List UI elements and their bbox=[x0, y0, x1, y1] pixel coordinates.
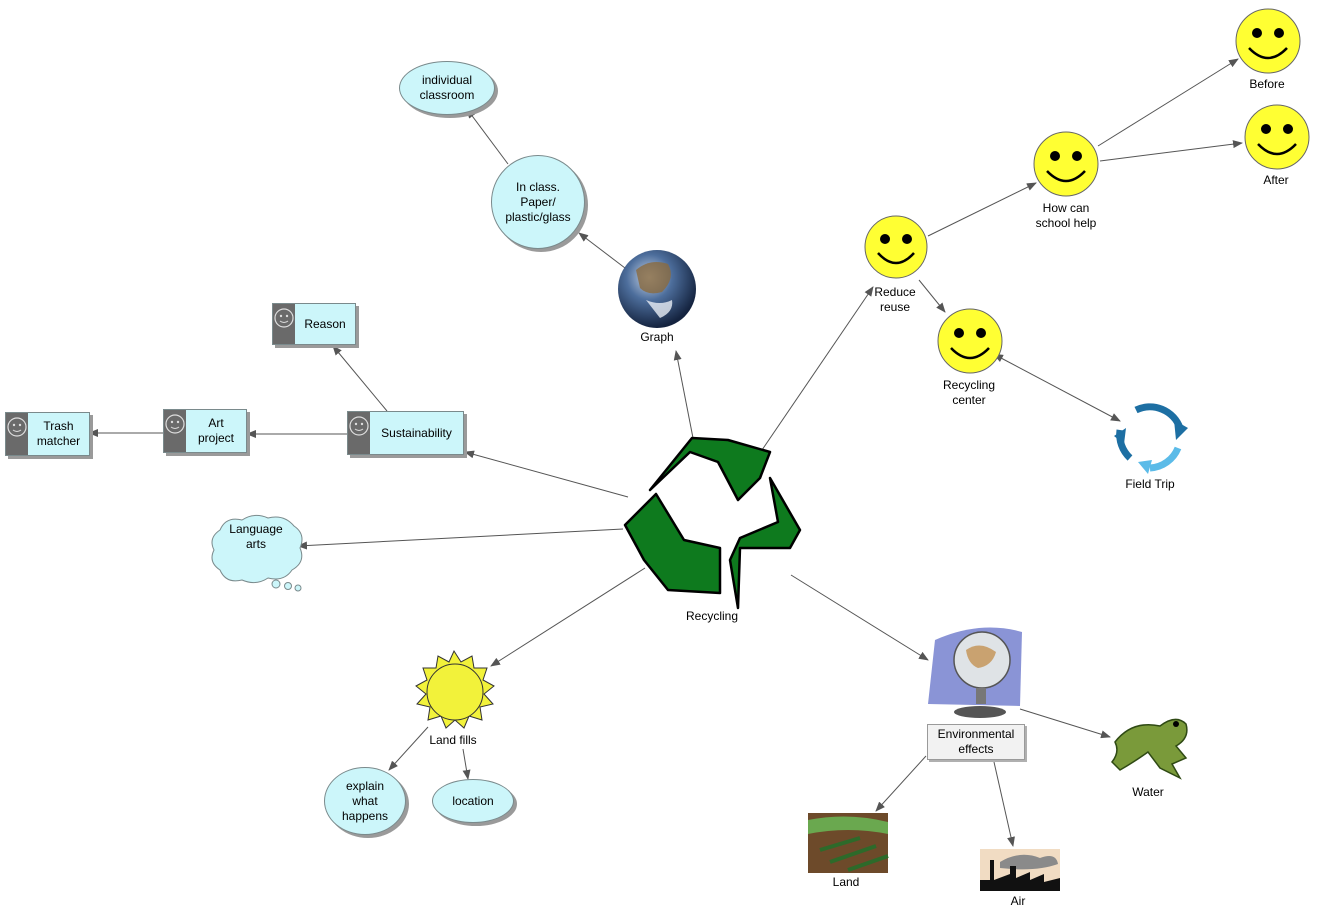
node-before-label[interactable]: Before bbox=[1249, 77, 1285, 91]
edge-env-air bbox=[993, 761, 1015, 847]
smiley-icon bbox=[1244, 104, 1310, 170]
node-reason-label: Reason bbox=[304, 316, 346, 331]
node-location[interactable]: location bbox=[432, 779, 514, 823]
node-land-fills-label[interactable]: Land fills bbox=[429, 733, 477, 747]
sun-icon bbox=[415, 649, 495, 729]
edge-recycling-env bbox=[790, 574, 929, 661]
edge-graph-inclass bbox=[578, 232, 626, 269]
face-icon bbox=[164, 410, 186, 452]
node-sustainability-label: Sustainability bbox=[381, 425, 452, 440]
edge-recyclingcenter-fieldtrip bbox=[993, 353, 1121, 422]
node-water-label[interactable]: Water bbox=[1132, 785, 1164, 799]
edge-env-water bbox=[1019, 708, 1111, 739]
face-icon bbox=[273, 304, 295, 344]
node-sustainability[interactable]: Sustainability bbox=[347, 411, 464, 455]
node-explain-what-happens[interactable]: explain what happens bbox=[324, 767, 406, 835]
node-environmental-effects[interactable]: Environmental effects bbox=[927, 724, 1025, 760]
edge-recycling-landfills bbox=[490, 567, 646, 667]
edge-recycling-sustainability bbox=[464, 450, 629, 498]
node-individual-classroom[interactable]: individual classroom bbox=[399, 61, 495, 115]
smiley-icon bbox=[1033, 131, 1099, 197]
edge-recycling-language bbox=[297, 528, 624, 550]
node-trash-matcher-label: Trash matcher bbox=[36, 419, 81, 448]
node-field-trip-label[interactable]: Field Trip bbox=[1125, 477, 1175, 491]
node-graph-label[interactable]: Graph bbox=[640, 330, 674, 344]
node-art-project[interactable]: Art project bbox=[163, 409, 247, 453]
edge-inclass-individual bbox=[466, 108, 509, 165]
edge-landfills-explain bbox=[388, 726, 429, 771]
node-language-arts[interactable]: Language arts bbox=[208, 512, 308, 592]
node-language-arts-label: Language arts bbox=[229, 522, 283, 551]
node-art-project-label: Art project bbox=[197, 416, 235, 445]
node-how-can-school-help-label[interactable]: How can school help bbox=[1035, 201, 1097, 230]
face-icon bbox=[6, 413, 28, 455]
edge-howcan-before bbox=[1097, 58, 1239, 147]
frog-icon bbox=[1110, 718, 1188, 780]
node-trash-matcher[interactable]: Trash matcher bbox=[5, 412, 90, 456]
smiley-icon bbox=[864, 215, 928, 279]
edge-env-land bbox=[875, 755, 927, 812]
recycle-icon bbox=[623, 436, 802, 610]
edge-reduce-howcan bbox=[927, 182, 1037, 237]
earth-icon bbox=[618, 250, 696, 328]
edge-reduce-recyclingcenter bbox=[918, 279, 946, 313]
node-reduce-reuse-label[interactable]: Reduce reuse bbox=[874, 285, 916, 314]
thought-cloud-icon bbox=[211, 514, 303, 592]
node-air-label[interactable]: Air bbox=[1010, 894, 1026, 908]
cycle-arrows-icon bbox=[1114, 403, 1188, 474]
globe-icon bbox=[928, 627, 1022, 718]
node-reason[interactable]: Reason bbox=[272, 303, 356, 345]
edge-sustainability-reason bbox=[332, 345, 388, 412]
node-recycling-center-label[interactable]: Recycling center bbox=[942, 378, 996, 407]
node-recycling-label[interactable]: Recycling bbox=[685, 609, 739, 623]
smiley-icon bbox=[1235, 8, 1301, 74]
edge-recycling-graph bbox=[673, 350, 694, 439]
factory-image bbox=[980, 849, 1060, 891]
land-image bbox=[808, 813, 889, 873]
node-land-label[interactable]: Land bbox=[832, 875, 860, 889]
face-icon bbox=[348, 412, 370, 454]
smiley-icon bbox=[937, 308, 1003, 374]
edge-recycling-reduce bbox=[761, 286, 874, 451]
node-after-label[interactable]: After bbox=[1263, 173, 1289, 187]
edge-landfills-location bbox=[462, 748, 471, 780]
node-in-class[interactable]: In class. Paper/ plastic/glass bbox=[491, 155, 585, 249]
edge-howcan-after bbox=[1099, 140, 1243, 162]
